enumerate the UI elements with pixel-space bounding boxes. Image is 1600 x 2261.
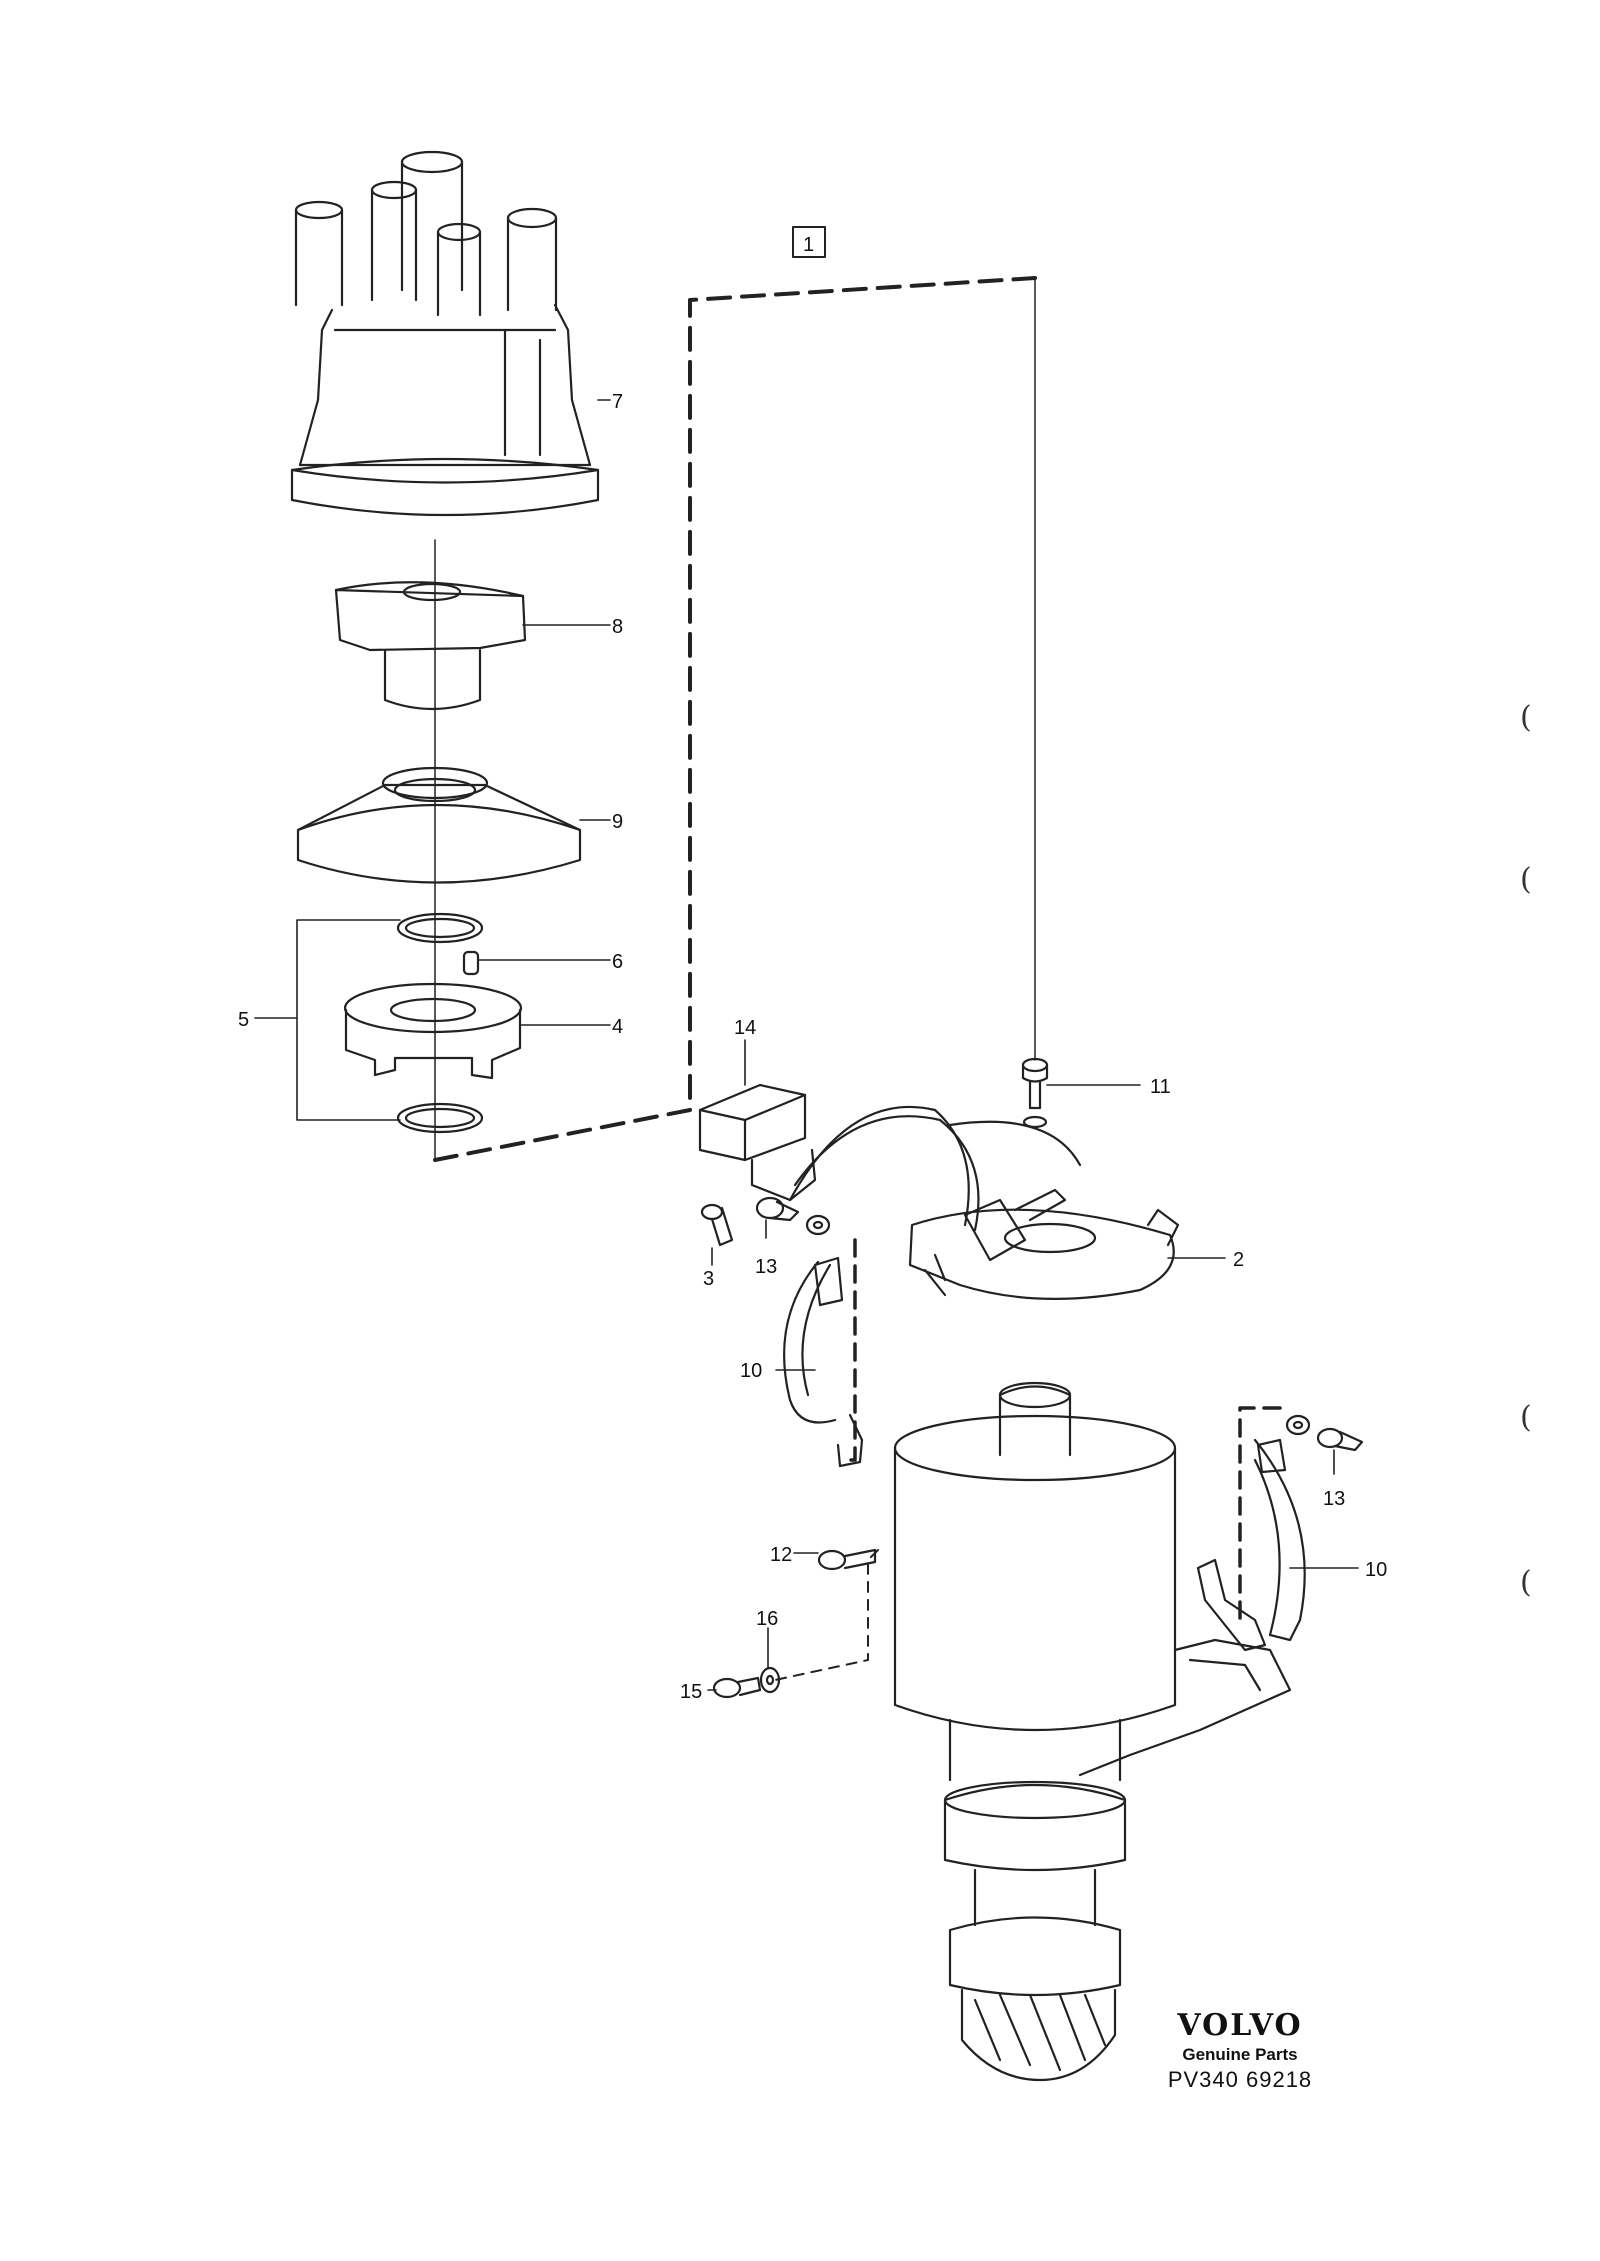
screw-13-right: [1316, 1427, 1364, 1452]
callout-10-right: 10: [1365, 1559, 1387, 1581]
retaining-rings: [396, 912, 484, 1134]
callout-9: 9: [612, 811, 623, 833]
screw-15: [712, 1676, 762, 1699]
callout-11: 11: [1150, 1076, 1171, 1098]
volvo-brand-block: VOLVO Genuine Parts PV340 69218: [1150, 2008, 1330, 2093]
diagram-code: PV340 69218: [1167, 2067, 1313, 2092]
margin-mark-4: (: [1520, 1565, 1532, 1600]
leader-lines: [477, 399, 1359, 1691]
callout-13-right: 13: [1323, 1488, 1345, 1510]
washer-13-right: [1285, 1414, 1311, 1436]
callout-4: 4: [612, 1016, 623, 1038]
screw-12-dashed: [774, 1549, 879, 1681]
callout-13-left: 13: [755, 1256, 777, 1278]
brand-subtitle: Genuine Parts: [1182, 2045, 1298, 2064]
margin-mark-2: (: [1520, 862, 1532, 897]
callout-6: 6: [612, 951, 623, 973]
margin-mark-3: (: [1520, 1400, 1532, 1435]
washer-13-left: [805, 1214, 831, 1236]
callout-16: 16: [756, 1608, 778, 1630]
callout-10-left: 10: [740, 1360, 762, 1382]
connector-block: [698, 1083, 1082, 1232]
clip-10-right-dashed: [1238, 1406, 1282, 1622]
screw-11: [1021, 1057, 1049, 1129]
callout-8: 8: [612, 616, 623, 638]
washer-16: [759, 1666, 781, 1694]
group-1-box: [792, 226, 826, 258]
callout-bracket-5: [254, 919, 401, 1121]
callout-15: 15: [680, 1681, 702, 1703]
callout-7: 7: [612, 391, 623, 413]
clip-10-left: [783, 1256, 864, 1468]
clip-10-right: [1196, 1438, 1306, 1652]
margin-mark-1: (: [1520, 700, 1532, 735]
dust-shield: [296, 766, 582, 884]
advance-collar: [343, 982, 523, 1080]
callout-14: 14: [734, 1017, 756, 1039]
screw-3: [700, 1203, 734, 1247]
volvo-logo: VOLVO: [1177, 2008, 1303, 2043]
callout-12: 12: [770, 1544, 792, 1566]
pin: [462, 950, 480, 976]
distributor-cap: [290, 150, 600, 517]
distributor-body: [893, 1381, 1292, 2082]
breaker-plate: [908, 1188, 1180, 1300]
callout-2: 2: [1233, 1249, 1244, 1271]
screw-13-left: [755, 1196, 800, 1222]
callout-5: 5: [238, 1009, 249, 1031]
callout-labels: 7 8 9 6 4 5 1 14 11 2 3 13 10 13 10 12 1…: [238, 234, 1387, 1703]
callout-group-1: 1: [803, 234, 814, 256]
callout-3: 3: [703, 1268, 714, 1290]
clip-10-left-dashed: [848, 1238, 857, 1462]
group-1-dashed-outline: [433, 276, 1037, 1162]
rotor-arm: [334, 581, 527, 711]
screw-12: [817, 1548, 877, 1571]
